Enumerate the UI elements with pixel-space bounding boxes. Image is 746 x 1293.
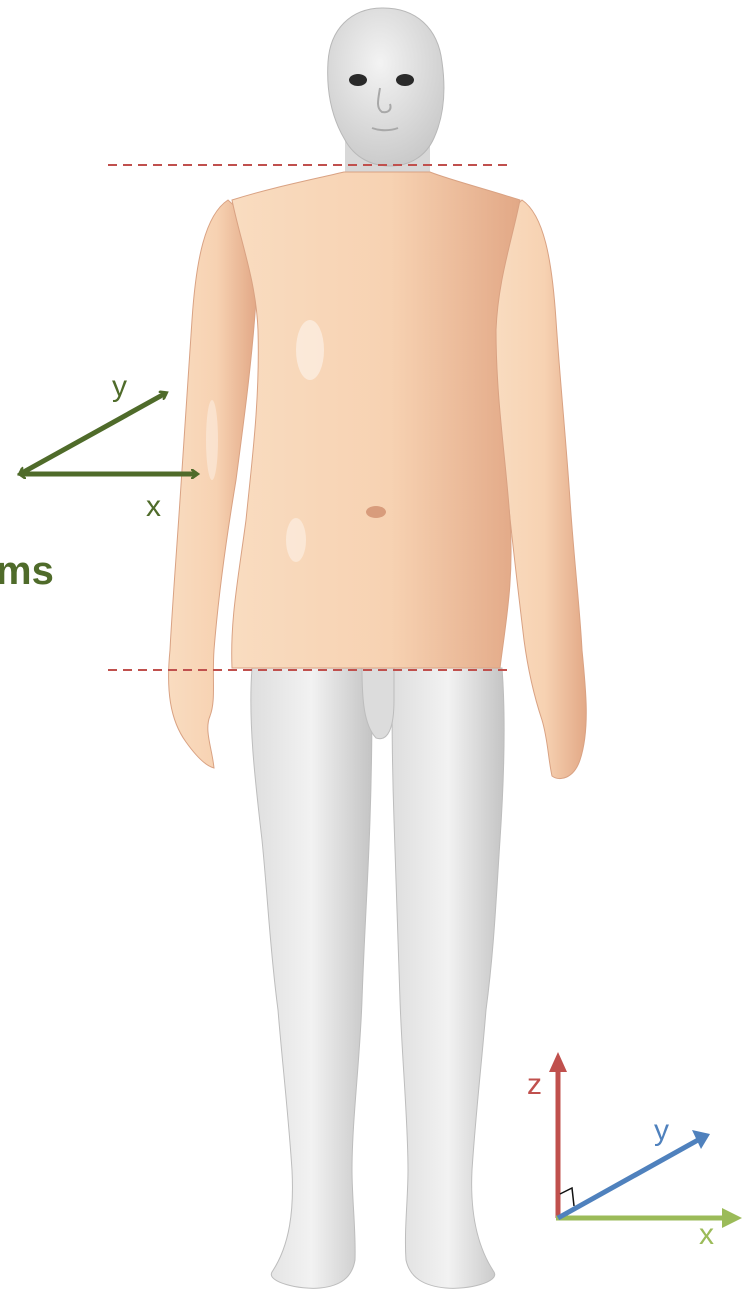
global-z-label: z [527,1068,542,1101]
head [328,8,444,172]
right-eye [396,74,414,86]
local-y-label: y [112,370,127,403]
chest-highlight [296,320,324,380]
global-y-axis [558,1140,698,1218]
navel [366,506,386,518]
global-axes: z y x [527,1052,742,1251]
legs [251,668,504,1288]
left-leg [251,668,372,1288]
partial-label: ms [0,549,54,593]
left-arm [169,200,257,768]
right-angle-mark [560,1188,574,1206]
global-z-arrowhead [549,1052,567,1072]
left-eye [349,74,367,86]
local-y-arrow [20,393,166,474]
local-axes: y x ms [0,370,197,593]
torso-highlight [286,518,306,562]
global-x-arrowhead [722,1208,742,1228]
global-x-label: x [699,1218,714,1251]
arm-highlight [206,400,218,480]
local-x-label: x [146,490,161,523]
torso [232,172,520,668]
global-y-label: y [654,1114,669,1147]
right-leg [392,668,504,1288]
